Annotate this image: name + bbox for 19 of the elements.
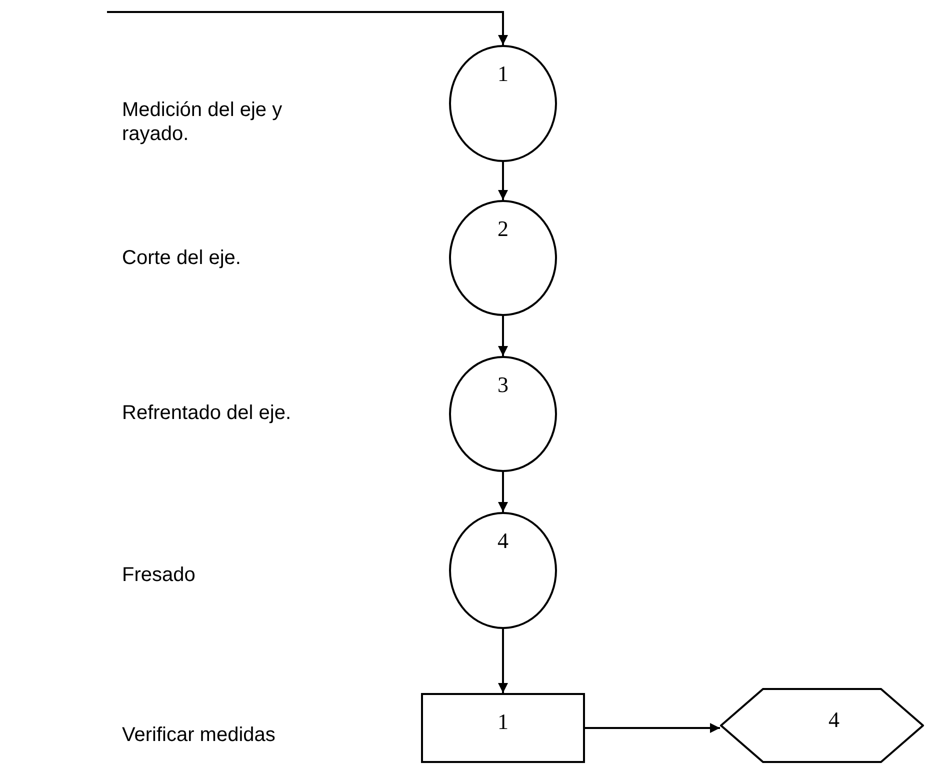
arrow bbox=[107, 11, 508, 45]
step-description: Fresado bbox=[122, 563, 196, 587]
step-description: Corte del eje. bbox=[122, 246, 242, 270]
step-number: 2 bbox=[498, 218, 508, 240]
step-description: Refrentado del eje. bbox=[122, 401, 292, 425]
step-number: 3 bbox=[498, 374, 508, 396]
step-description: Verificar medidas bbox=[122, 723, 276, 747]
step-number: 4 bbox=[828, 708, 840, 730]
arrow bbox=[498, 316, 508, 356]
arrow bbox=[498, 629, 508, 693]
step-number: 1 bbox=[498, 63, 508, 85]
arrow bbox=[585, 723, 720, 733]
step-description: Medición del eje y rayado. bbox=[122, 98, 284, 146]
step-number: 1 bbox=[498, 711, 508, 733]
inspection-box bbox=[421, 693, 585, 763]
storage-hexagon bbox=[720, 688, 924, 763]
arrow bbox=[498, 162, 508, 200]
step-number: 4 bbox=[498, 530, 508, 552]
arrow bbox=[498, 472, 508, 512]
